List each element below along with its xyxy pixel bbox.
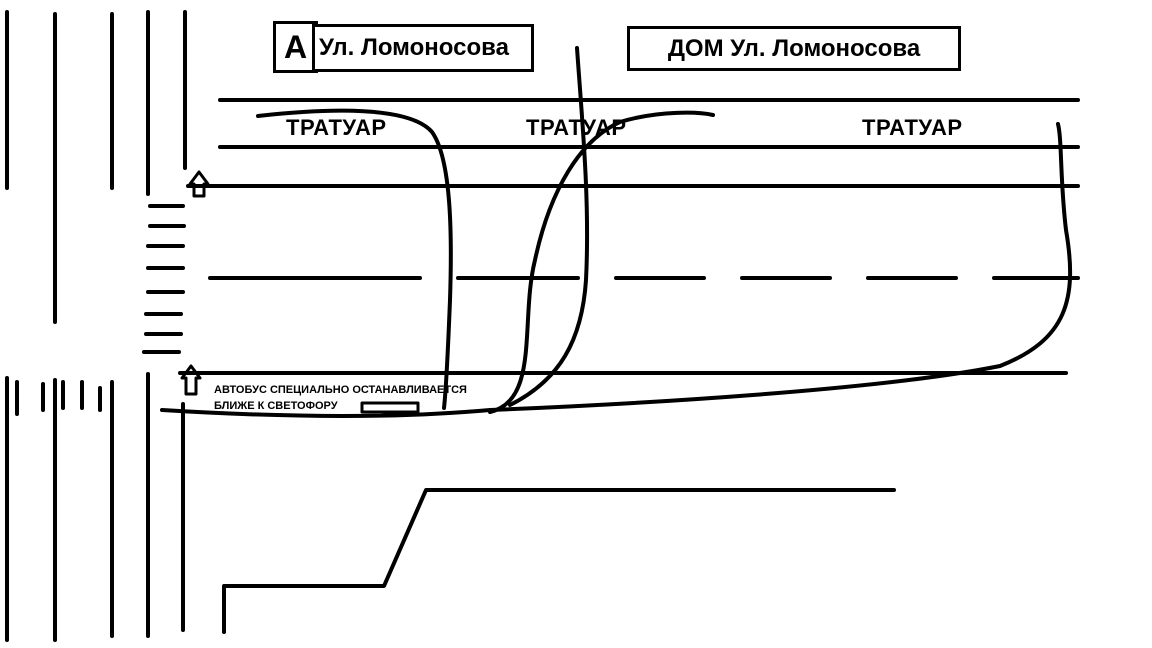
bus-note-line: БЛИЖЕ К СВЕТОФОРУ [214,400,338,412]
cross-street [5,10,187,642]
sidewalk-label: ТРАТУАР [286,115,387,140]
building-outline [222,488,896,634]
house-label: ДОМ Ул. Ломоносова [627,26,961,71]
bus-icon [360,401,420,414]
sidewalk-label: ТРАТУАР [526,115,627,140]
zebra-crossing [142,204,186,354]
pedestrian-paths [256,46,715,414]
bus-stop-curb-line [160,122,1073,419]
sidewalk-label: ТРАТУАР [862,115,963,140]
street-name-label: Ул. Ломоносова [312,24,534,72]
bus-stop-letter: А [283,29,308,65]
house-label-text: ДОМ Ул. Ломоносова [667,35,921,62]
traffic-light-arrow-icon [180,364,202,396]
main-street [178,98,1080,375]
street-name-text: Ул. Ломоносова [319,34,509,61]
bus-note-line: АВТОБУС СПЕЦИАЛЬНО ОСТАНАВЛИВАЕТСЯ [214,384,467,396]
bus-note: АВТОБУС СПЕЦИАЛЬНО ОСТАНАВЛИВАЕТСЯ БЛИЖЕ… [214,382,467,414]
